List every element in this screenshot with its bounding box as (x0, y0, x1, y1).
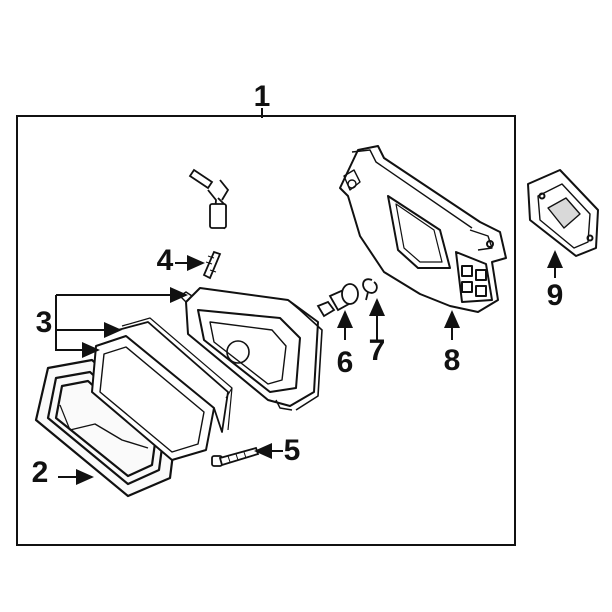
callout-2: 2 (32, 456, 49, 489)
headlamp-housing (179, 287, 323, 411)
assembly-frame (16, 108, 516, 546)
callout-4: 4 (157, 244, 174, 277)
bulb-socket (316, 283, 359, 318)
mounting-bracket (339, 145, 507, 313)
callout-5: 5 (284, 434, 301, 467)
leader-lines (55, 250, 563, 485)
callout-6: 6 (337, 346, 354, 379)
sealed-beam-lamp (91, 317, 233, 461)
adjusting-screw (202, 250, 222, 280)
mounting-plate (527, 169, 599, 257)
connector-plug (188, 168, 230, 230)
callout-7: 7 (369, 334, 386, 367)
headlamp-bezel (34, 358, 177, 498)
callout-8: 8 (444, 344, 461, 377)
callout-9: 9 (547, 279, 564, 312)
callout-3: 3 (36, 306, 53, 339)
spring-clip (362, 278, 378, 301)
callout-1: 1 (254, 80, 271, 113)
mounting-bolt (211, 446, 260, 467)
